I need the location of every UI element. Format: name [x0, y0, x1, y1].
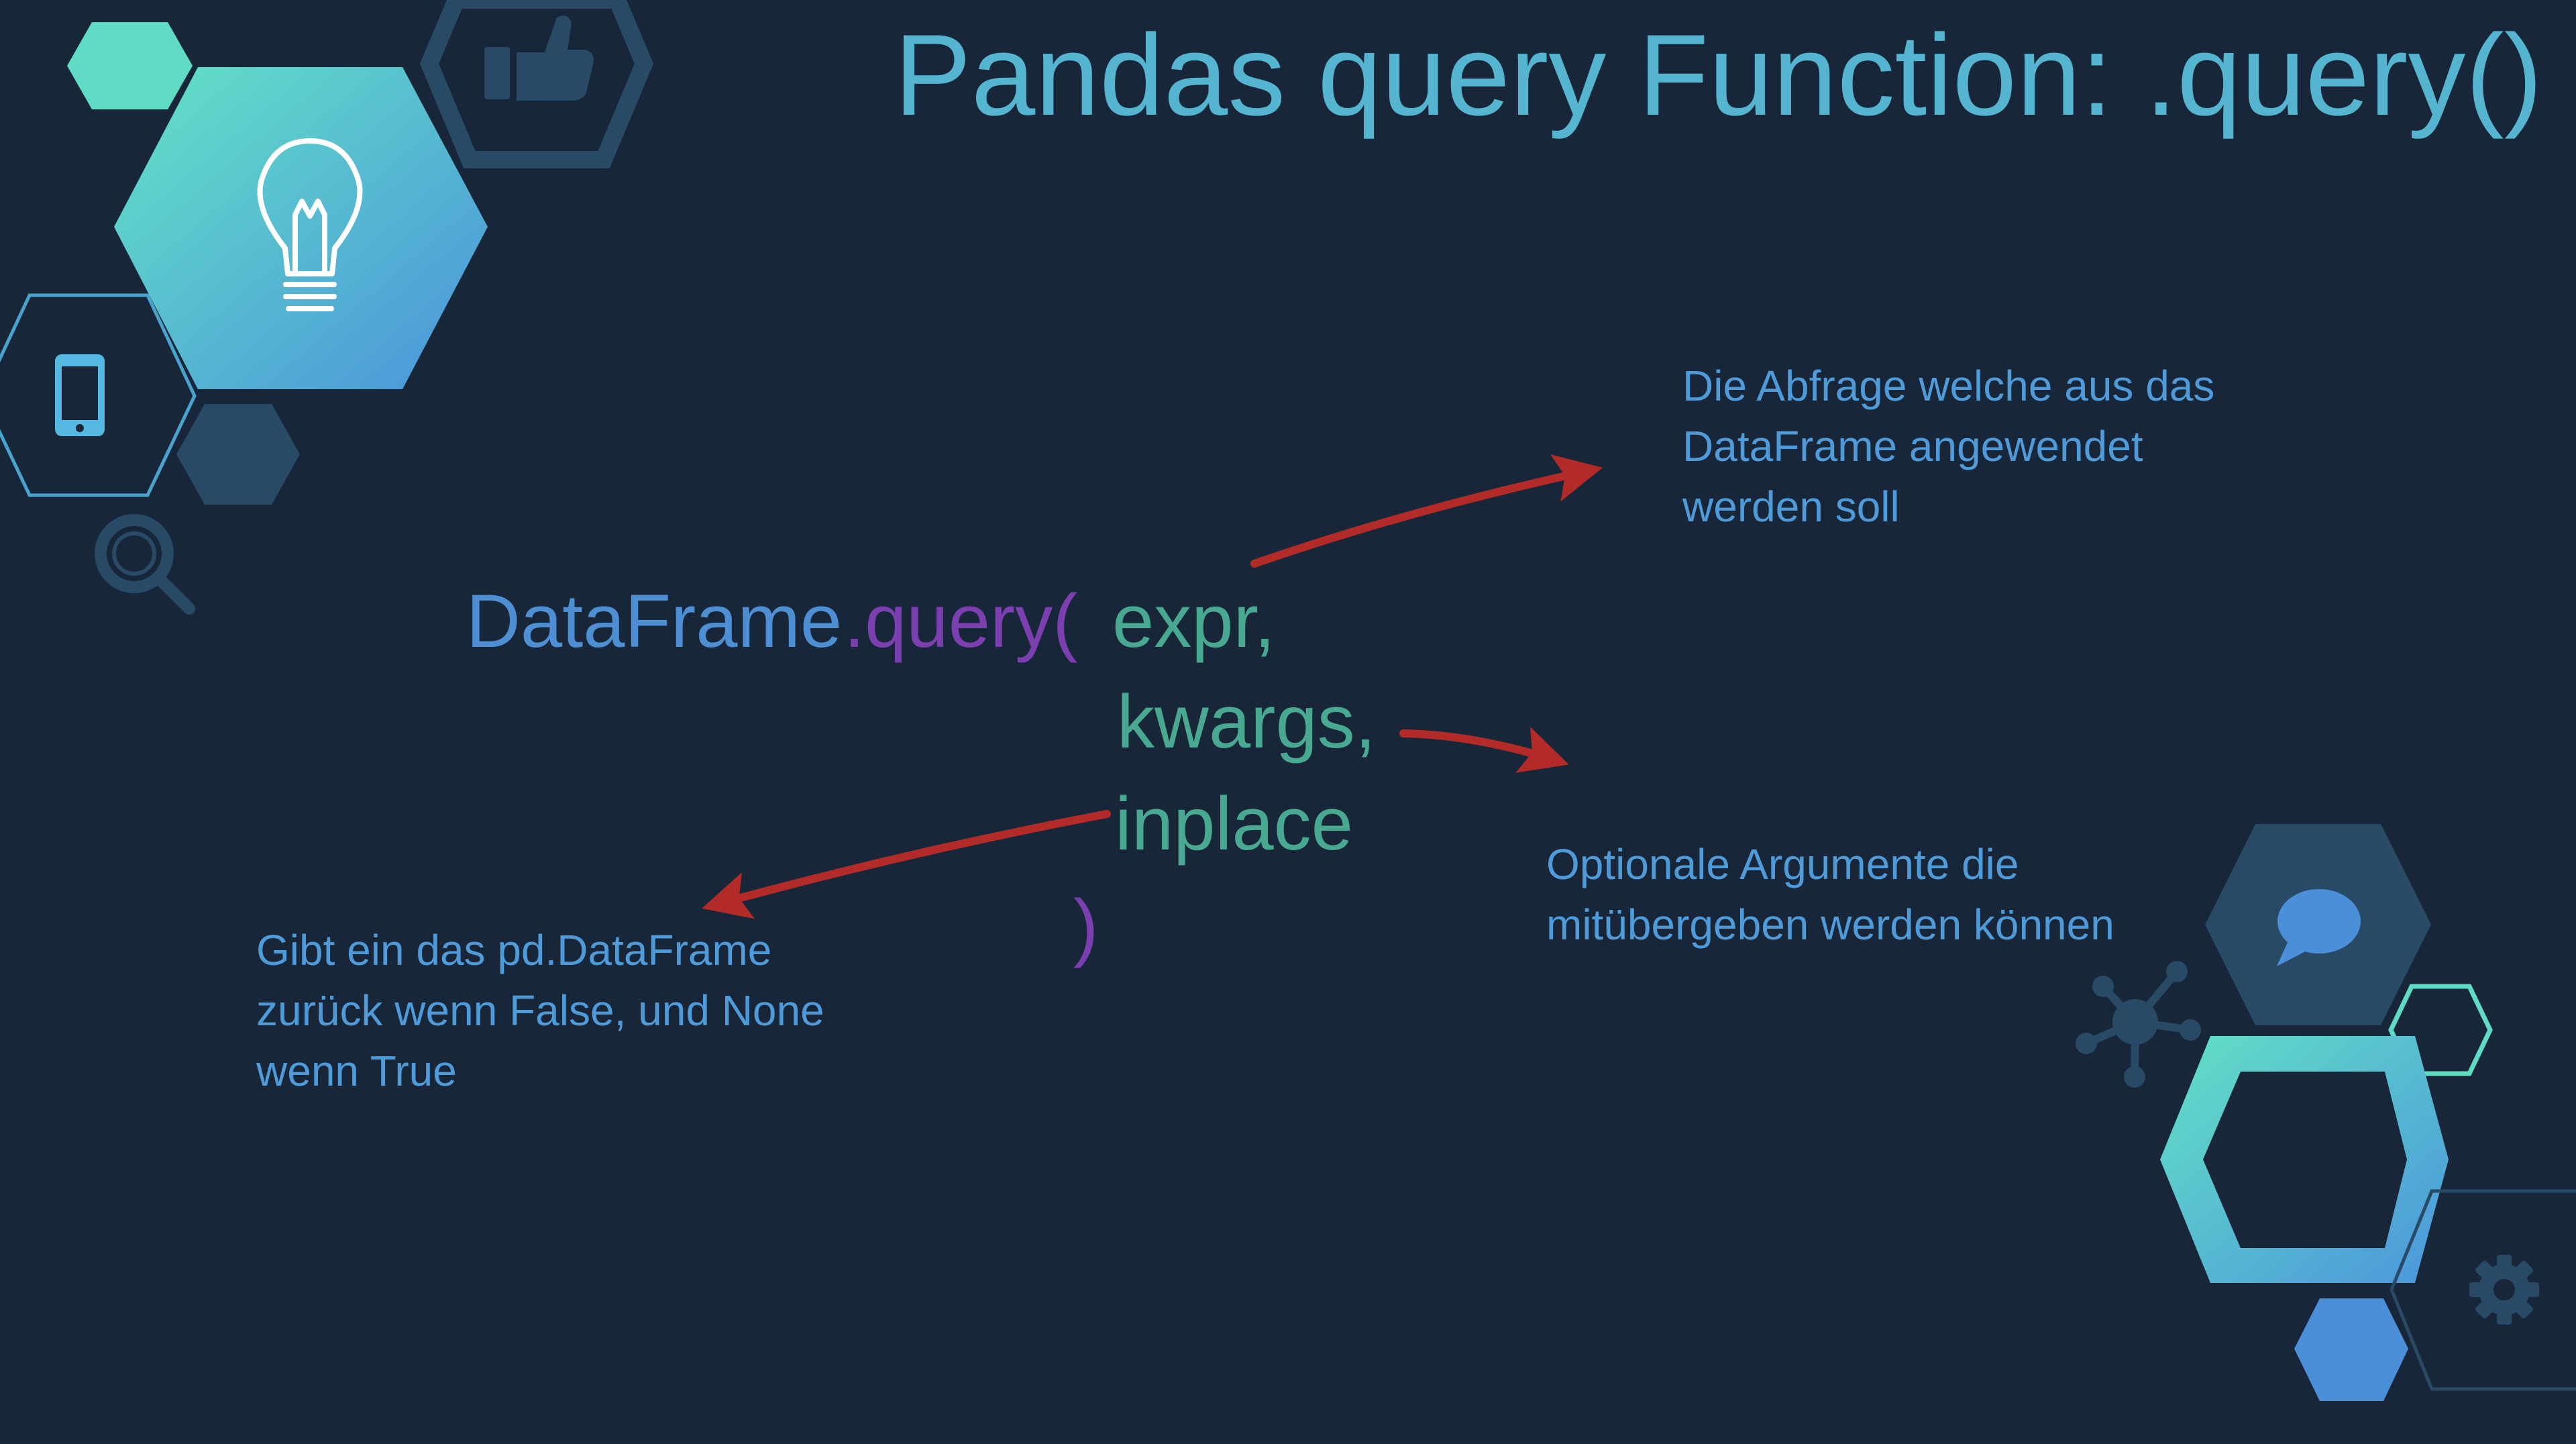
- arrow-inplace: [702, 810, 1111, 919]
- note-inplace-line: zurück wenn False, und None: [256, 986, 824, 1035]
- thumbs-up-icon: [484, 15, 594, 101]
- hex-small-blue: [2294, 1298, 2408, 1401]
- note-inplace-line: wenn True: [256, 1047, 457, 1095]
- code-close-paren: ): [1073, 884, 1099, 968]
- code-param-kwargs: kwargs,: [1117, 680, 1376, 764]
- code-method: .query(: [844, 579, 1078, 663]
- note-expr-line: Die Abfrage welche aus das: [1682, 362, 2215, 410]
- note-kwargs-line: mitübergeben werden können: [1546, 900, 2114, 949]
- code-param-inplace: inplace: [1115, 782, 1353, 866]
- note-kwargs-line: Optionale Argumente die: [1546, 840, 2019, 888]
- phone-icon: [55, 354, 105, 436]
- lightbulb-icon: [257, 138, 363, 311]
- arrow-kwargs: [1399, 727, 1569, 773]
- hex-outline-gear: [2390, 1189, 2576, 1391]
- search-icon: [95, 514, 195, 615]
- chat-bubble-icon: [2277, 889, 2361, 966]
- hex-outline-teal: [2388, 984, 2493, 1076]
- note-expr: Die Abfrage welche aus das DataFrame ang…: [1682, 356, 2214, 537]
- note-inplace-line: Gibt ein das pd.DataFrame: [256, 926, 772, 974]
- gear-icon: [2469, 1255, 2539, 1325]
- hex-large-gradient: [114, 67, 488, 389]
- note-inplace: Gibt ein das pd.DataFrame zurück wenn Fa…: [256, 920, 824, 1101]
- hex-small-teal: [67, 22, 193, 109]
- hex-small-dark: [176, 404, 300, 505]
- note-expr-line: werden soll: [1682, 482, 1900, 531]
- page-title: Pandas query Function: .query(): [894, 11, 2542, 140]
- code-object: DataFrame: [466, 579, 843, 663]
- hex-ring-gradient: [2160, 1036, 2449, 1283]
- hex-outline-thumb: [419, 0, 654, 168]
- hex-outline-phone: [0, 293, 197, 497]
- network-icon: [2076, 961, 2201, 1088]
- note-kwargs: Optionale Argumente die mitübergeben wer…: [1546, 834, 2114, 955]
- note-expr-line: DataFrame angewendet: [1682, 422, 2143, 470]
- arrow-expr: [1250, 454, 1603, 568]
- code-param-expr: expr,: [1112, 579, 1275, 663]
